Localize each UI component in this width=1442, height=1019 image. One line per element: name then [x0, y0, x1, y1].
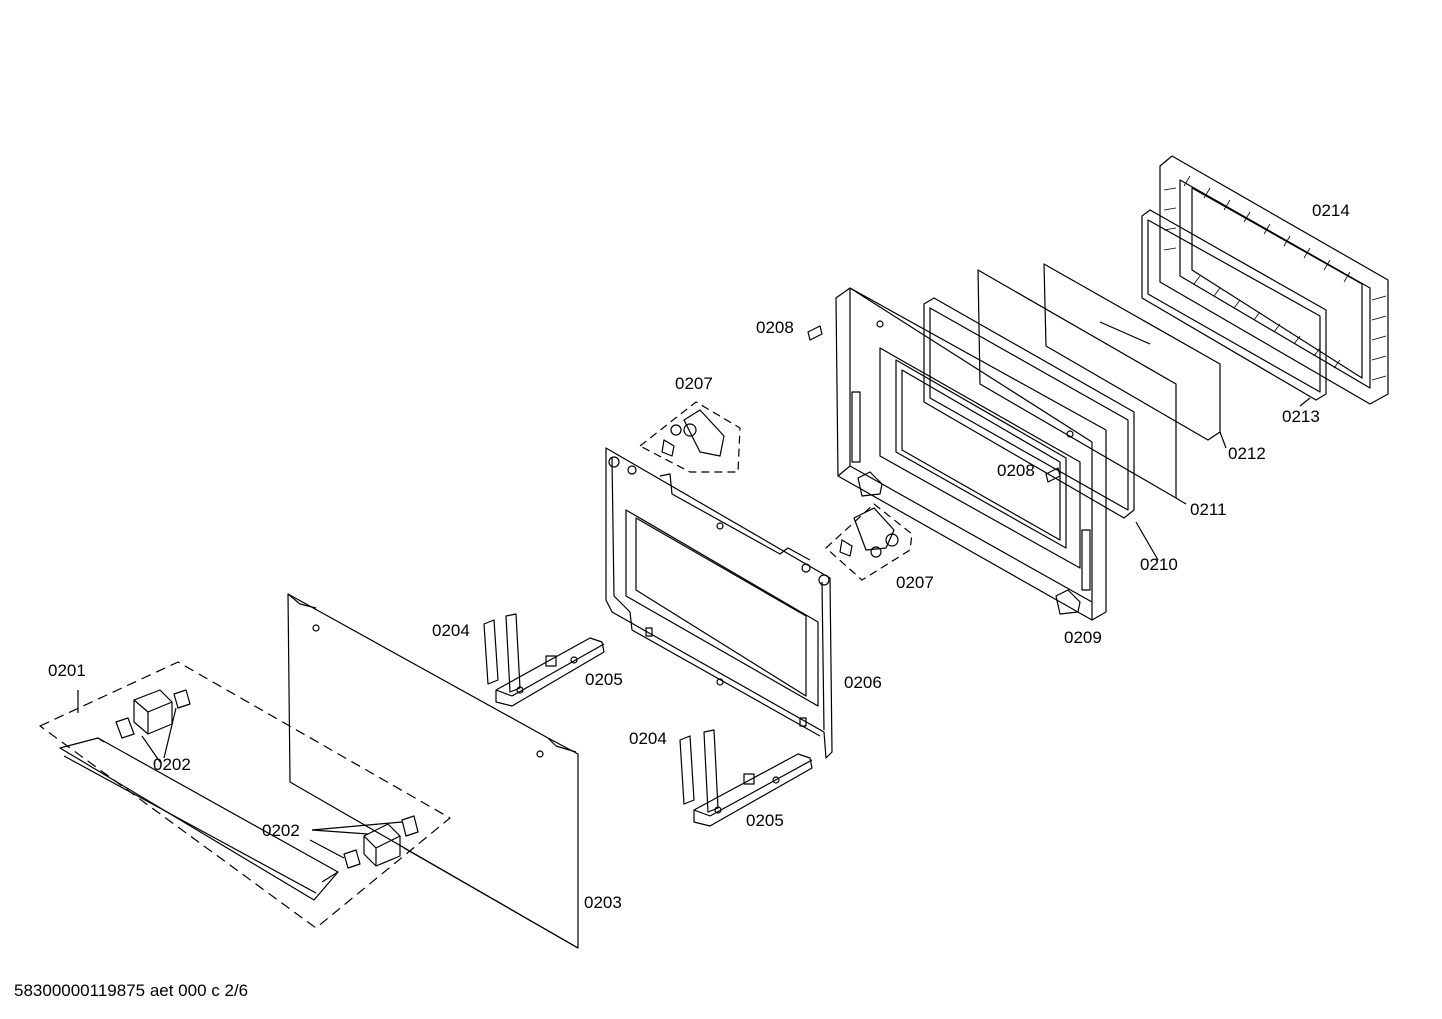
handle-bar: [59, 737, 339, 901]
part-label-0205-upper: 0205: [585, 670, 623, 689]
part-label-0209: 0209: [1064, 628, 1102, 647]
outer-door-frame: [1159, 155, 1389, 405]
door-bracket-lower: [825, 503, 913, 581]
outer-glass-panel: [287, 593, 579, 949]
glass-gasket: [1141, 209, 1327, 407]
part-label-0213: 0213: [1282, 407, 1320, 426]
door-gasket: [923, 297, 1159, 561]
part-label-0205-lower: 0205: [746, 811, 784, 830]
part-label-0203: 0203: [584, 893, 622, 912]
part-label-0204-upper: 0204: [432, 621, 470, 640]
part-label-0201: 0201: [48, 661, 86, 680]
part-label-0202-right: 0202: [262, 821, 300, 840]
part-label-0207-lower: 0207: [896, 573, 934, 592]
handle-end-cap-left: [115, 689, 191, 763]
part-label-0206: 0206: [844, 673, 882, 692]
door-bracket-upper: [639, 401, 741, 473]
part-label-0207-upper: 0207: [675, 374, 713, 393]
part-label-0204-lower: 0204: [629, 729, 667, 748]
hinge-lower: [679, 729, 813, 827]
part-label-0211: 0211: [1190, 500, 1227, 519]
part-label-0214: 0214: [1312, 201, 1350, 220]
hinge-upper: [483, 613, 605, 707]
clip-upper: [807, 325, 823, 341]
part-label-0202-left: 0202: [153, 755, 191, 774]
handle-end-cap-right: [309, 815, 419, 869]
part-label-0208-lower: 0208: [997, 461, 1035, 480]
middle-glass-panel: [1043, 263, 1227, 449]
part-label-0208-upper: 0208: [756, 318, 794, 337]
inner-door-frame: [605, 447, 833, 759]
inner-glass-panel: [977, 269, 1187, 505]
drawing-reference-footer: 58300000119875 aet 000 c 2/6: [14, 981, 249, 1000]
part-label-0212: 0212: [1228, 444, 1266, 463]
handle-kit-outline: [39, 661, 451, 929]
part-label-0210: 0210: [1140, 555, 1178, 574]
door-inner-frame: [835, 287, 1107, 621]
